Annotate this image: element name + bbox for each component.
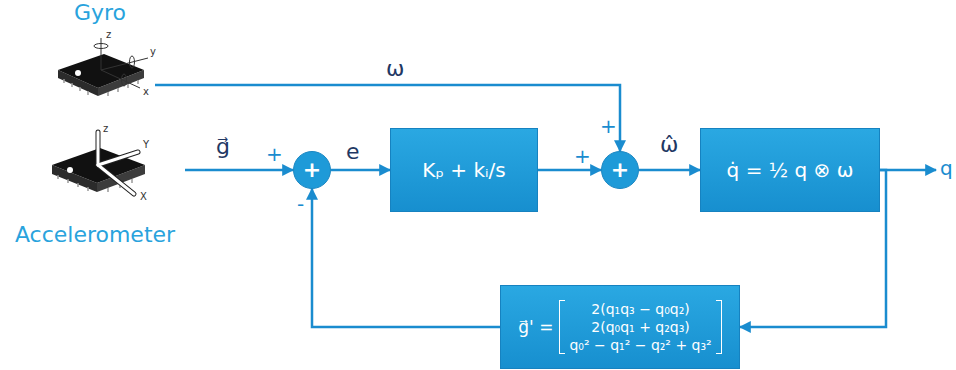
sum-junction: +	[601, 151, 639, 189]
signal-name: ω	[386, 58, 404, 80]
axis-letter: y	[150, 47, 156, 57]
block-formula: Kₚ + kᵢ/s	[422, 158, 505, 182]
matrix-bracket	[716, 300, 722, 354]
signal-arrow	[331, 169, 390, 172]
matrix-bracket	[559, 300, 565, 354]
sign-mark: +	[574, 146, 591, 166]
sum-sign: +	[303, 159, 321, 181]
sum-sign: +	[611, 159, 629, 181]
axis-letter: x	[143, 87, 149, 97]
matrix-entry: 2(q₀q₁ + q₂q₃)	[591, 318, 689, 336]
output-name: q	[940, 158, 953, 178]
sign-mark: -	[297, 194, 304, 214]
accelerometer-sensor: Accelerometer	[5, 128, 185, 248]
block-formula: q̇ = ½ q ⊗ ω	[727, 158, 854, 182]
signal-name: ω̂	[660, 134, 678, 156]
signal-name: e	[346, 141, 360, 163]
sign-mark: +	[600, 116, 617, 136]
matrix-entry: q₀² − q₁² − q₂² + q₃²	[569, 336, 711, 354]
output-arrow	[880, 169, 936, 172]
sensor-label: Gyro	[74, 0, 126, 26]
axis-letter: Y	[143, 140, 149, 150]
signal-name: g⃗	[216, 136, 230, 158]
matrix-column: 2(q₁q₃ − q₀q₂)2(q₀q₁ + q₂q₃)q₀² − q₁² − …	[565, 300, 715, 354]
signal-arrow	[639, 169, 700, 172]
axis-letter: z	[106, 30, 111, 40]
gyro-sensor: Gyro	[45, 0, 155, 96]
axis-letter: X	[140, 192, 147, 202]
vector-symbol: g⃗' =	[518, 318, 553, 336]
accelerometer-chip	[52, 132, 145, 194]
sensor-label: Accelerometer	[15, 222, 175, 248]
matrix-entry: 2(q₁q₃ − q₀q₂)	[591, 300, 689, 318]
sum-junction: +	[293, 151, 331, 189]
sign-mark: +	[266, 144, 283, 164]
gravity-box: g⃗' = 2(q₁q₃ − q₀q₂)2(q₀q₁ + q₂q₃)q₀² − q…	[500, 285, 740, 369]
axis-letter: z	[103, 124, 108, 134]
pi-controller-box: Kₚ + kᵢ/s	[390, 128, 538, 212]
signal-arrow	[538, 169, 601, 172]
gyro-chip	[58, 38, 148, 96]
signal-arrow	[185, 169, 293, 172]
quaternion-box: q̇ = ½ q ⊗ ω	[700, 128, 880, 212]
